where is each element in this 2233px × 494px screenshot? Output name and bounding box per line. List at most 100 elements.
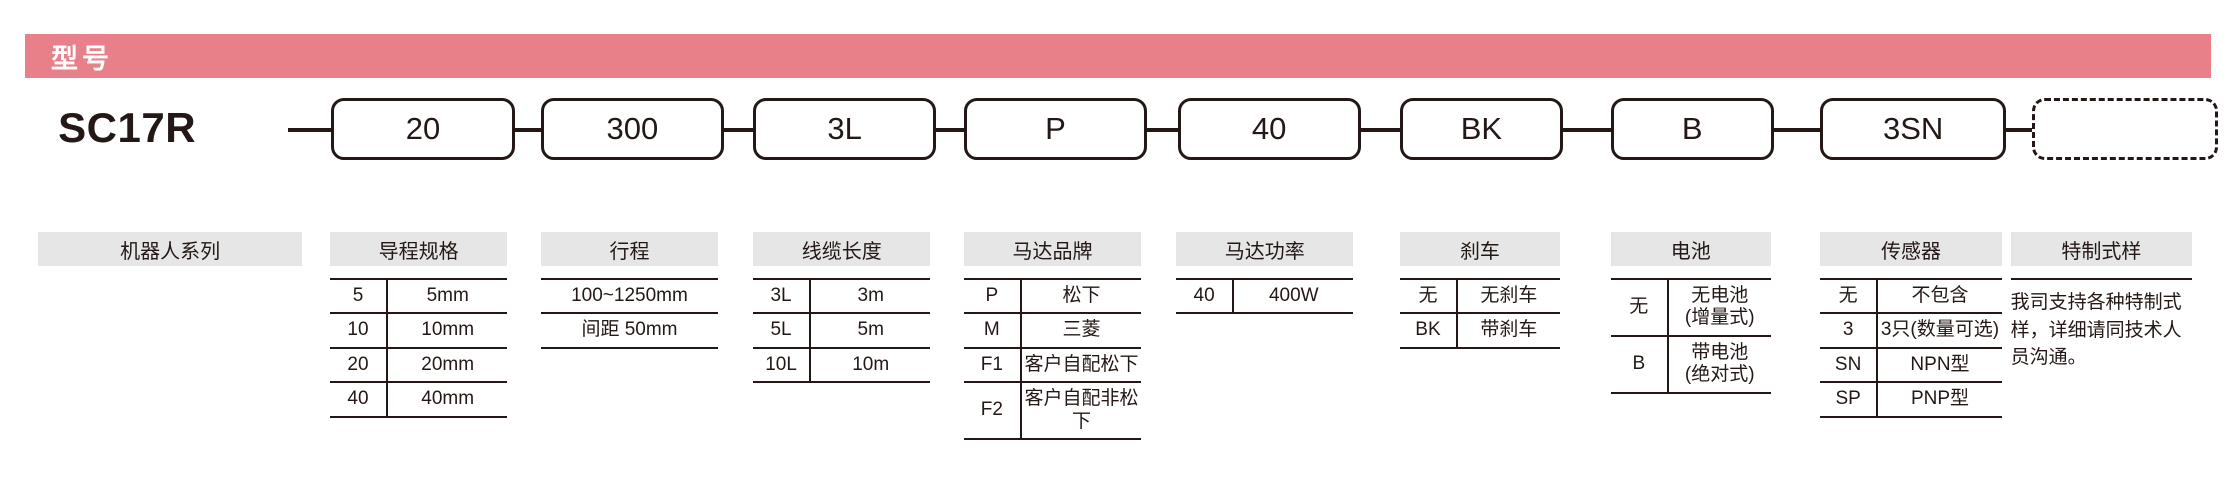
code-connector-dash [1773,128,1821,132]
code-connector-dash [936,128,964,132]
spec-value: 5mm [426,285,469,306]
code-box-value: 40 [1251,111,1287,146]
code-connector-dash [2006,128,2033,132]
spec-code: 3 [1820,313,1879,348]
spec-column-header: 马达品牌 [963,232,1142,266]
spec-column-header: 导程规格 [330,232,508,266]
spec-table: 40 400W [1176,278,1354,314]
spec-code: 40 [1176,279,1235,314]
spec-value: 3只(数量可选) [1880,319,2000,341]
code-box-value: 300 [606,111,659,146]
spec-column-header: 电池 [1610,232,1771,266]
code-box-3l: 3L [753,98,937,160]
table-row: 20 20mm [330,347,508,383]
table-row: 无无刹车 [1399,279,1560,314]
table-row: P 松下 [963,279,1142,314]
code-box-3sn: 3SN [1820,98,2007,160]
spec-code: F1 [963,347,1022,383]
spec-column-header: 机器人系列 [37,232,303,266]
spec-value: 松下 [1062,285,1101,306]
table-row: 100~1250mm [540,279,719,314]
spec-value: 不包含 [1911,285,1969,306]
spec-column: 导程规格 5 5mm 10 10mm 20 20mm 40 40mm [330,232,508,418]
spec-value: NPN型 [1910,353,1970,375]
spec-value: 3m [857,285,884,306]
spec-code: P [963,279,1022,314]
spec-value: 带电池(绝对式) [1684,341,1755,386]
spec-value: 10m [852,353,890,375]
code-connector-dash [287,128,332,132]
code-box-value: 20 [405,111,441,146]
spec-code: 5L [753,313,812,348]
code-box-20: 20 [331,98,515,160]
spec-column-header: 线缆长度 [753,232,931,266]
spec-table: 5 5mm 10 10mm 20 20mm 40 40mm [330,278,508,418]
table-row: 40 40mm [330,382,508,417]
spec-value: 带刹车 [1480,319,1538,341]
spec-value: 20mm [421,353,475,375]
spec-value: PNP型 [1910,388,1970,410]
table-row: BK 带刹车 [1399,313,1560,348]
code-connector-dash [1147,128,1178,132]
spec-code: 5 [330,279,388,314]
table-row: 5L 5m [753,313,931,348]
spec-code: M [963,313,1022,348]
spec-column: 机器人系列 [37,232,303,266]
spec-code: 无 [1610,279,1669,336]
code-connector-dash [514,128,541,132]
spec-value: 400W [1268,285,1319,306]
page-title: 型号 [51,43,113,74]
table-row: B 带电池(绝对式) [1610,335,1771,393]
spec-code: SN [1820,347,1879,383]
spec-column-header: 刹车 [1399,232,1560,266]
table-row: 40 400W [1176,279,1354,314]
spec-column: 马达功率 40 400W [1176,232,1354,314]
spec-value: 5m [857,319,884,341]
section-banner: 型号 [25,34,2211,78]
spec-column-header: 传感器 [1820,232,2002,266]
code-connector-dash [723,128,754,132]
spec-value: 40mm [421,388,475,410]
code-box-value: BK [1460,111,1503,146]
spec-code: 无 [1399,279,1458,314]
table-row: 间距 50mm [540,313,719,348]
spec-code: BK [1399,313,1458,348]
code-box-value: P [1045,111,1066,146]
spec-column-header: 特制式样 [2010,232,2193,266]
spec-code: 无 [1820,279,1879,314]
code-box-bk: BK [1399,98,1563,160]
code-box-value: 3SN [1883,111,1944,146]
code-box-40: 40 [1177,98,1361,160]
code-box-custom [2032,98,2219,160]
code-connector-dash [1360,128,1400,132]
spec-code: 10 [330,313,388,348]
spec-value: 10mm [421,319,475,341]
table-row: 5 5mm [330,279,508,314]
code-box-300: 300 [540,98,724,160]
table-row: SN NPN型 [1820,347,2002,383]
code-connector-dash [1562,128,1611,132]
spec-code: 20 [330,347,388,383]
spec-value: 客户自配非松下 [1024,388,1139,432]
spec-column-header: 马达功率 [1176,232,1354,266]
spec-code: 40 [330,382,388,417]
table-row: 无 不包含 [1820,279,2002,314]
code-box-b: B [1610,98,1774,160]
spec-code: B [1610,335,1669,393]
spec-code: 3L [753,279,812,314]
spec-note: 我司支持各种特制式样，详细请同技术人员沟通。 [2010,278,2193,372]
spec-value: 三菱 [1062,319,1101,341]
